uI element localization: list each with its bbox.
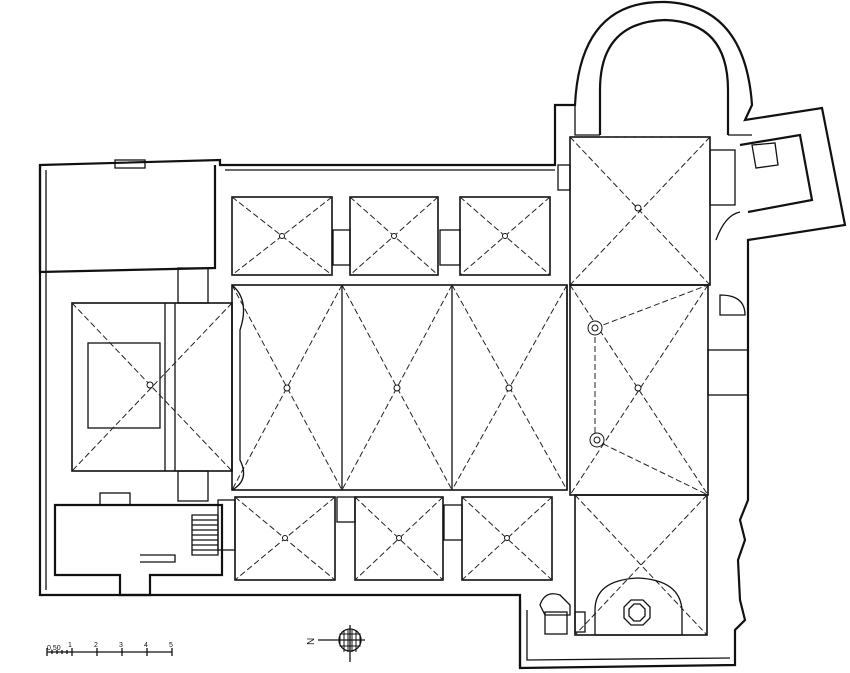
north-aisle-bays	[231, 196, 551, 276]
scale-label-2: 2	[94, 642, 98, 649]
nave-main-bays	[231, 284, 568, 491]
chancel	[557, 136, 749, 496]
scale-label-5: 5	[169, 642, 173, 649]
scale-label-3: 3	[119, 642, 123, 649]
scale-label-0: 0.50	[47, 645, 61, 652]
scale-label-1: 1	[68, 642, 72, 649]
north-letter: N	[306, 638, 317, 645]
south-aisle-bays	[217, 496, 553, 581]
south-annex	[53, 492, 224, 597]
scale-bar: 0.50 1 2 3 4 5	[46, 642, 173, 656]
outer-walls	[38, 0, 847, 670]
narthex	[71, 267, 233, 502]
south-east-chapel	[539, 494, 708, 636]
scale-label-4: 4	[144, 642, 148, 649]
north-arrow-icon: N	[306, 625, 365, 662]
